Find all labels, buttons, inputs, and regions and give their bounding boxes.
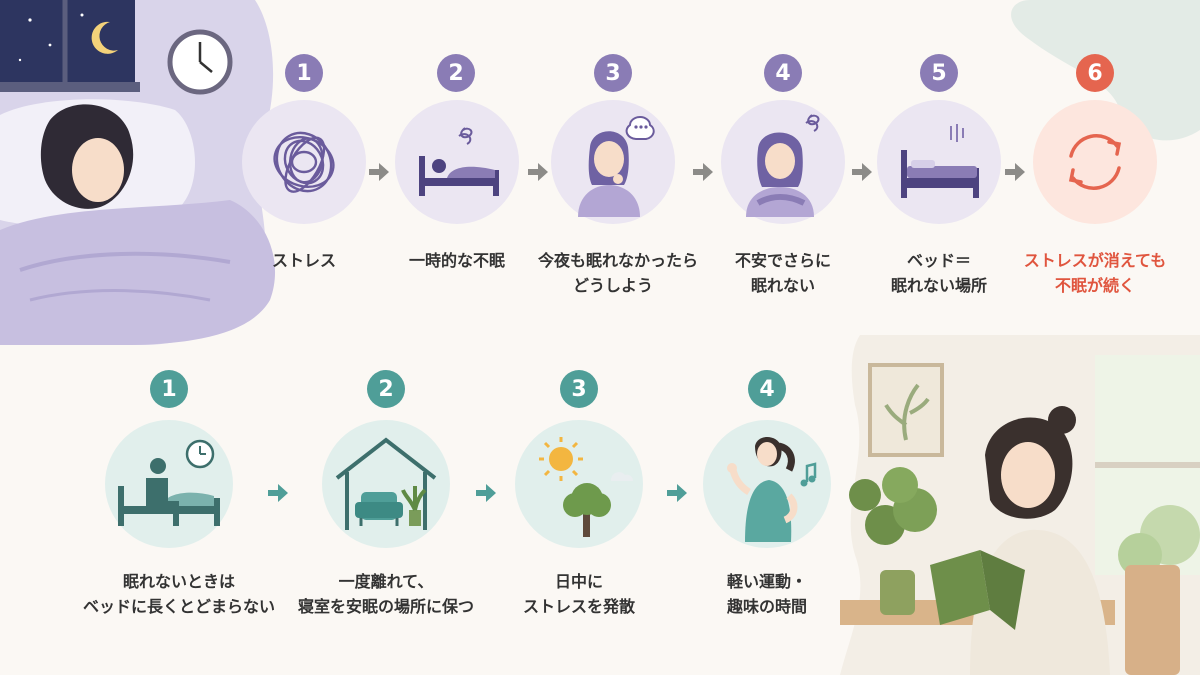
step-label-1: ストレス xyxy=(271,251,336,270)
step-circle-anxiety xyxy=(721,100,845,224)
tip-badge-3: 3 xyxy=(560,370,598,408)
tip-circle-leave-bed xyxy=(105,420,233,548)
step-circle-worry xyxy=(551,100,675,224)
arrow-right-icon xyxy=(693,163,713,181)
house-chair-icon xyxy=(335,437,437,530)
tangle-icon xyxy=(273,131,335,193)
tip-badge-2: 2 xyxy=(367,370,405,408)
step-label-3: 今夜も眠れなかったら どうしよう xyxy=(538,251,699,295)
tip-label-2: 一度離れて、 寝室を安眠の場所に保つ xyxy=(297,572,474,616)
step-badge-5: 5 xyxy=(920,54,958,92)
restless-bed-icon xyxy=(419,127,499,196)
step-label-6: ストレスが消えても 不眠が続く xyxy=(1023,251,1167,295)
arrow-right-icon xyxy=(852,163,872,181)
arrow-right-icon xyxy=(369,163,389,181)
bed-icon xyxy=(901,124,979,198)
arrow-right-icon xyxy=(667,484,687,502)
arrow-right-icon xyxy=(528,163,548,181)
step-badge-3: 3 xyxy=(594,54,632,92)
step-label-2: 一時的な不眠 xyxy=(408,251,505,270)
arrow-right-icon xyxy=(268,484,288,502)
tip-label-1: 眠れないときは ベッドに長くとどまらない xyxy=(82,572,275,616)
reading-woman-illustration xyxy=(840,335,1200,675)
tip-label-4: 軽い運動・ 趣味の時間 xyxy=(726,572,807,616)
tip-circle-keep-bedroom-restful xyxy=(322,420,450,548)
step-label-4: 不安でさらに 眠れない xyxy=(734,251,831,295)
leave-bed-icon xyxy=(118,439,220,526)
step-badge-6: 6 xyxy=(1076,54,1114,92)
step-label-5: ベッド＝ 眠れない場所 xyxy=(890,251,987,295)
step-circle-stress xyxy=(242,100,366,224)
tip-badge-1: 1 xyxy=(150,370,188,408)
worried-woman-icon xyxy=(578,116,655,217)
step-badge-1: 1 xyxy=(285,54,323,92)
arrow-right-icon xyxy=(1005,163,1025,181)
anxious-woman-icon xyxy=(746,114,820,217)
arrow-right-icon xyxy=(476,484,496,502)
tip-label-3: 日中に ストレスを発散 xyxy=(522,572,635,616)
cycle-arrows-icon xyxy=(1068,134,1122,190)
sun-tree-icon xyxy=(539,437,634,537)
step-badge-2: 2 xyxy=(437,54,475,92)
tip-circle-daytime-stress-relief xyxy=(515,420,643,548)
sleepless-woman-illustration xyxy=(0,0,276,345)
step-circle-bed-association xyxy=(877,100,1001,224)
step-circle-persistent-insomnia xyxy=(1033,100,1157,224)
step-badge-4: 4 xyxy=(764,54,802,92)
tip-circle-exercise-hobbies xyxy=(703,420,831,548)
step-circle-temporary-insomnia xyxy=(395,100,519,224)
tip-badge-4: 4 xyxy=(748,370,786,408)
exercise-woman-icon xyxy=(727,437,817,542)
